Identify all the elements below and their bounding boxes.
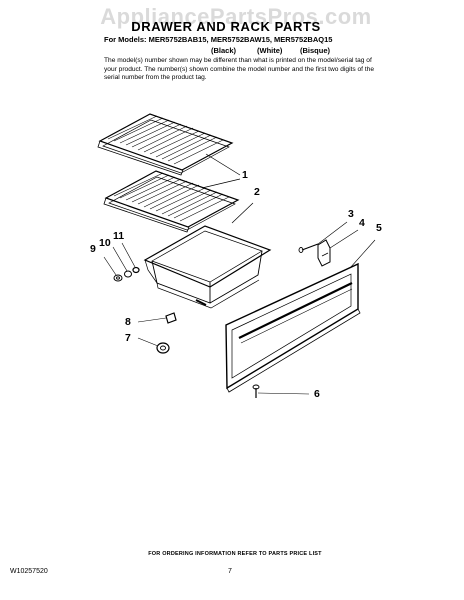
ordering-info-footer: FOR ORDERING INFORMATION REFER TO PARTS … [148,551,322,557]
callout-glide: 7 [125,332,131,344]
callout-screw: 3 [348,208,354,220]
callout-drawer-pan: 2 [254,186,260,198]
callout-fastener-10: 10 [99,237,111,249]
drawer-pan [143,225,272,309]
drawer-slide-bracket [317,229,359,267]
page-title: DRAWER AND RACK PARTS [131,19,321,34]
drawer-front-screw [252,384,310,398]
callout-front-screw: 6 [314,388,320,400]
models-line: For Models: MER5752BAB15, MER5752BAW15, … [104,35,333,44]
callout-drawer-front: 5 [376,222,382,234]
callout-fastener-11: 11 [113,230,125,242]
drawer-glide [137,337,170,354]
lower-oven-rack [103,170,240,233]
drawer-front-panel [225,239,376,393]
callout-bumper: 8 [125,316,131,328]
page-number: 7 [228,568,232,575]
callout-oven-rack: 1 [242,169,248,181]
document-number: W10257520 [10,568,48,575]
drawer-screw [298,221,348,253]
drawer-bumper [137,312,177,324]
callout-bracket: 4 [359,217,365,229]
model-number-note: The model(s) number shown may be differe… [104,57,374,82]
upper-oven-rack [97,113,234,176]
callout-fastener-9: 9 [90,243,96,255]
watermark-text: AppliancePartsPros.com [100,4,372,29]
color-black-label: (Black) [211,46,237,55]
drawer-hardware-fasteners [103,242,140,282]
color-bisque-label: (Bisque) [300,46,330,55]
color-white-label: (White) [257,46,283,55]
